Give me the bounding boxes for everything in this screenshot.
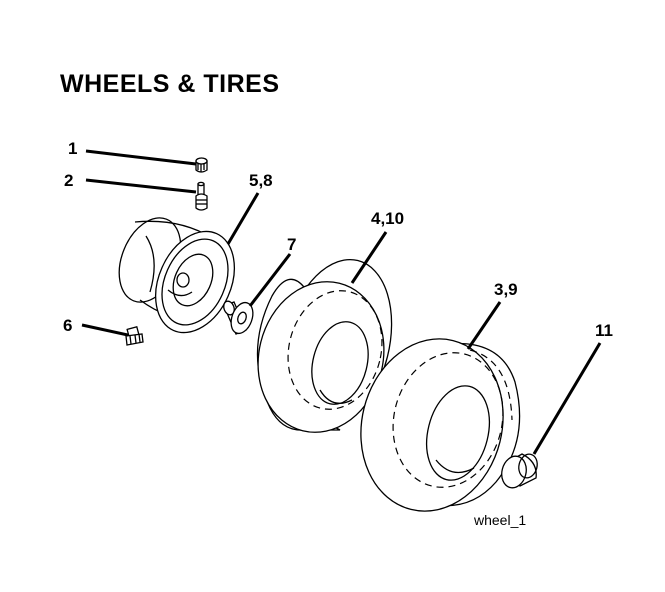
callout-2: 2 (64, 171, 73, 190)
bushing-part (223, 300, 254, 335)
callout-5-8: 5,8 (249, 171, 273, 190)
leader-lines (81, 149, 602, 455)
rim-part (118, 217, 235, 334)
rear-tire-part (360, 338, 521, 512)
valve-stem-part (195, 181, 208, 211)
callout-4-10: 4,10 (371, 209, 404, 228)
callout-7: 7 (287, 235, 296, 254)
page-title: WHEELS & TIRES (60, 70, 280, 98)
callout-3-9: 3,9 (494, 280, 518, 299)
front-tire-part (256, 258, 393, 433)
grease-fitting-part (125, 326, 144, 346)
valve-cap-part (195, 157, 208, 173)
callout-11: 11 (595, 321, 613, 340)
callout-1: 1 (68, 139, 77, 158)
hub-cap-part (501, 453, 538, 489)
figure-id-label: wheel_1 (473, 512, 526, 528)
callout-6: 6 (63, 316, 72, 335)
